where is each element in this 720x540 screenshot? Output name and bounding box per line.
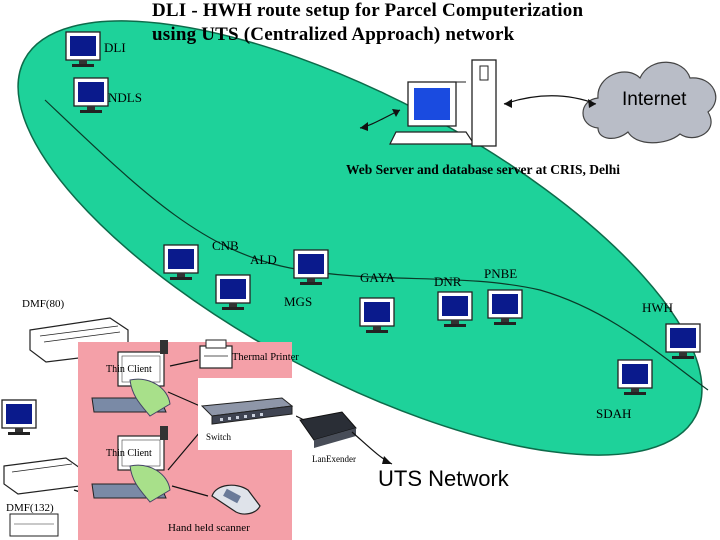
thin-client-2 [91, 426, 171, 503]
internet-cloud [582, 61, 717, 144]
dmf132-label: DMF(132) [6, 502, 54, 514]
station-label-ald: ALD [250, 252, 277, 267]
dmf132-paper [9, 513, 59, 537]
thermal-printer-label: Thermal Printer [232, 352, 299, 363]
station-label-mgs: MGS [284, 294, 313, 309]
server-computer [389, 59, 497, 147]
arrow-client1-switch [167, 391, 201, 407]
arrow-switch-extender [295, 415, 305, 421]
arrow-printer-client [169, 359, 199, 367]
hand-held-scanner [211, 484, 261, 515]
switch-device [200, 397, 294, 425]
lan-extender [299, 411, 357, 448]
arrow-server-internet [503, 95, 597, 105]
switch-label: Switch [206, 432, 232, 442]
internet-label: Internet [622, 89, 687, 110]
station-label-hwh: HWH [642, 300, 674, 315]
thin-client-1-label: Thin Client [106, 364, 152, 375]
arrow-client2-switch [167, 431, 201, 471]
lan-extender-label: LanExender [312, 454, 356, 464]
diagram-title-line1: DLI - HWH route setup for Parcel Compute… [152, 0, 584, 21]
thin-client-1 [91, 340, 171, 417]
server-label: Web Server and database server at CRIS, … [346, 162, 620, 177]
scanner-label: Hand held scanner [168, 522, 250, 534]
thin-client-2-label: Thin Client [106, 448, 152, 459]
thermal-printer [199, 339, 233, 369]
station-label-dnr: DNR [434, 274, 462, 289]
uts-network-label: UTS Network [378, 466, 509, 491]
station-label-pnbe: PNBE [484, 266, 518, 281]
dmf80-label: DMF(80) [22, 298, 65, 310]
diagram-title-line2: using UTS (Centralized Approach) network [152, 24, 515, 45]
arrow-scanner-client [171, 485, 209, 497]
station-label-gaya: GAYA [360, 270, 395, 285]
station-label-dli: DLI [104, 40, 126, 55]
station-label-sdah: SDAH [596, 406, 632, 421]
station-label-cnb: CNB [212, 238, 239, 253]
route-line [44, 99, 709, 391]
station-label-ndls: NDLS [108, 90, 142, 105]
